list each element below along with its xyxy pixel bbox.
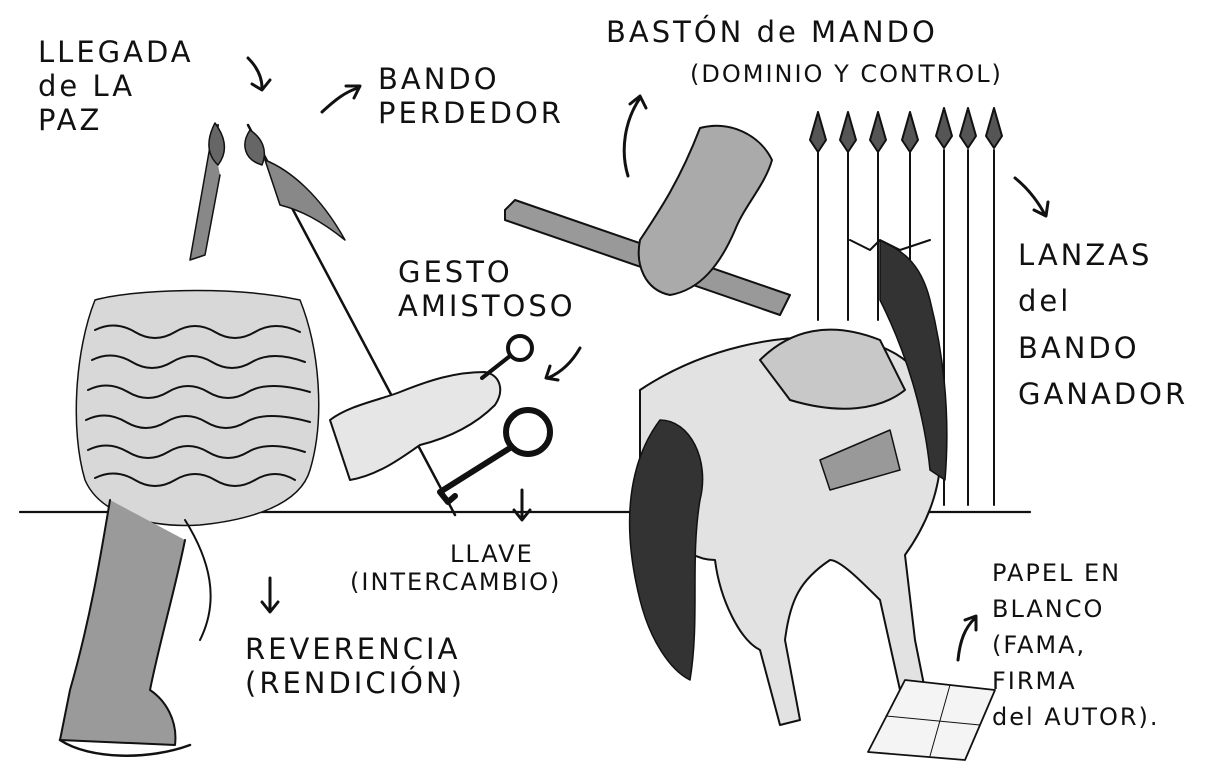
key-icon xyxy=(506,334,534,362)
label-papel-en-blanco: PAPEL EN BLANCO (FAMA, FIRMA del AUTOR). xyxy=(992,555,1160,735)
horse xyxy=(628,239,948,726)
hand-drawn-arrow-icon xyxy=(246,56,1050,662)
label-line: PAPEL EN xyxy=(992,559,1122,587)
baton-gauntlet xyxy=(504,124,791,316)
label-line: (DOMINIO Y CONTROL) xyxy=(690,60,1003,88)
label-line: GESTO xyxy=(398,255,513,289)
label-line: BANDO xyxy=(378,62,500,96)
label-line: REVERENCIA xyxy=(245,632,461,666)
label-line: LLEGADA xyxy=(38,35,194,69)
label-line: (FAMA, xyxy=(992,631,1087,659)
label-line: BANDO xyxy=(1018,330,1140,365)
label-dominio-y-control: (DOMINIO Y CONTROL) xyxy=(690,60,1003,88)
label-line: FIRMA xyxy=(992,667,1077,695)
label-line: (INTERCAMBIO) xyxy=(350,568,562,597)
label-line: LLAVE xyxy=(450,540,534,568)
paper-icon xyxy=(867,679,996,761)
label-baston-de-mando: BASTÓN de MANDO xyxy=(606,15,938,49)
label-llave-intercambio: LLAVE (INTERCAMBIO) xyxy=(350,540,561,597)
label-lanzas-del-bando-ganador: LANZAS del BANDO GANADOR xyxy=(1018,232,1188,418)
label-line: GANADOR xyxy=(1018,377,1189,412)
label-llegada-de-la-paz: LLEGADA de LA PAZ xyxy=(38,35,194,138)
bowing-figure xyxy=(58,289,320,757)
label-line: PAZ xyxy=(38,103,103,138)
label-line: de LA xyxy=(38,69,136,104)
label-gesto-amistoso: GESTO AMISTOSO xyxy=(398,255,576,323)
label-line: AMISTOSO xyxy=(398,289,576,324)
label-line: del xyxy=(1018,284,1072,319)
hand-keys xyxy=(329,334,553,505)
label-line: (RENDICIÓN) xyxy=(245,666,465,701)
label-bando-perdedor: BANDO PERDEDOR xyxy=(378,62,564,130)
label-line: del AUTOR). xyxy=(992,703,1160,731)
label-line: LANZAS xyxy=(1018,238,1153,272)
label-line: BLANCO xyxy=(992,595,1105,623)
label-line: BASTÓN de MANDO xyxy=(606,15,938,49)
peace-flags xyxy=(189,122,457,517)
label-reverencia-rendicion: REVERENCIA (RENDICIÓN) xyxy=(245,632,465,700)
label-line: PERDEDOR xyxy=(378,96,564,131)
